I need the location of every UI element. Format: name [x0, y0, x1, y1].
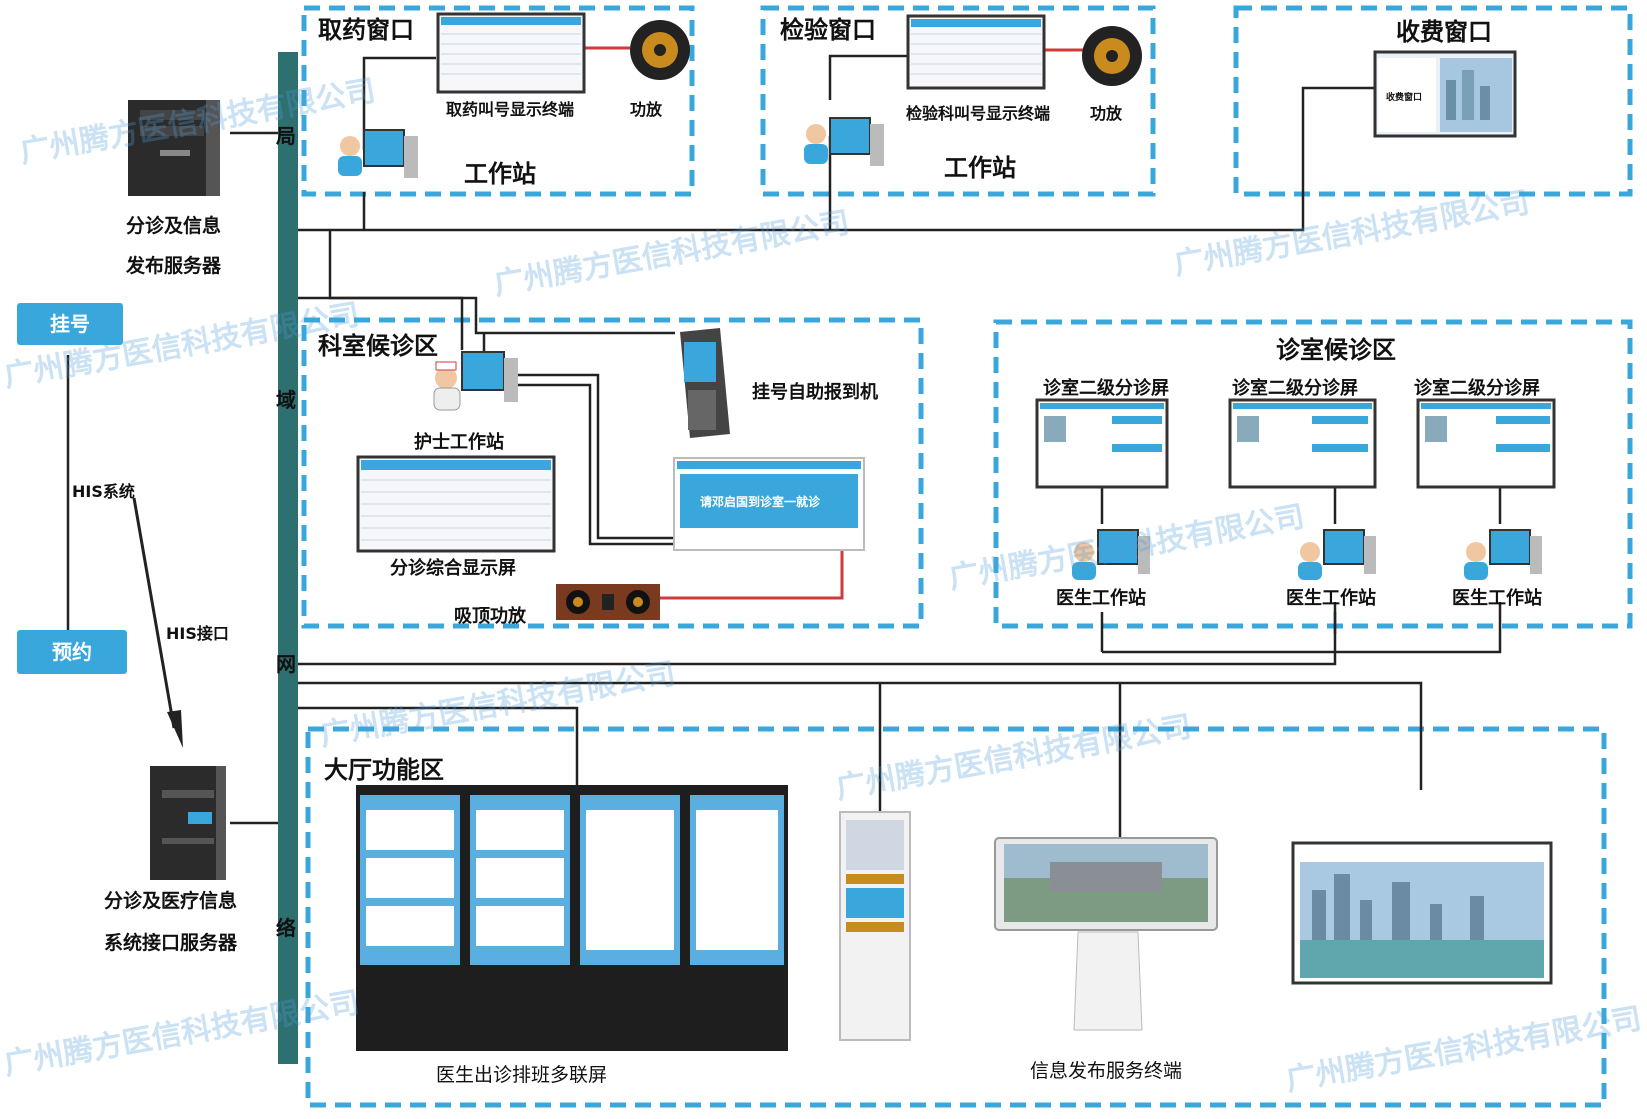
pharmacy-display-label: 取药叫号显示终端: [446, 100, 575, 119]
schedule-wall-label: 医生出诊排班多联屏: [436, 1064, 608, 1086]
self-service-kiosk-icon: [680, 328, 730, 438]
clinic-zone-title: 诊室候诊区: [1276, 336, 1396, 364]
zone-hall-border: [305, 726, 1607, 1108]
clinic-screen-2-icon: [1228, 398, 1377, 489]
triage-combined-screen-icon: [356, 455, 556, 553]
dept-zone-title: 科室候诊区: [318, 332, 438, 360]
info-kiosk-icon: [839, 811, 911, 1041]
pharmacy-workstation-label: 工作站: [464, 160, 536, 188]
clinic-screen-1-label: 诊室二级分诊屏: [1043, 378, 1169, 399]
zone-dept-border: [301, 317, 924, 629]
server-tower-icon: [128, 100, 220, 196]
lab-zone-title: 检验窗口: [780, 16, 876, 44]
his-arrow-head: [167, 710, 183, 748]
clinic-screen-3-label: 诊室二级分诊屏: [1414, 378, 1540, 399]
nurse-workstation-label: 护士工作站: [414, 432, 504, 453]
lan-backbone: [278, 52, 298, 1064]
zone-lab-border: [760, 5, 1156, 197]
call-screen-text: 请邓启国到诊室一就诊: [700, 495, 821, 509]
kiosk-label: 挂号自助报到机: [752, 382, 878, 403]
lab-amp-label: 功放: [1090, 104, 1123, 123]
lab-speaker-icon: [1082, 26, 1142, 86]
zone-cashier-border: [1233, 5, 1633, 197]
cashier-screen-icon: [1373, 50, 1517, 138]
cashier-screen-text: 收费窗口: [1386, 93, 1423, 103]
backbone-char: 络: [276, 916, 296, 940]
backbone-char: 局: [276, 124, 296, 148]
doctor-workstation-3-icon: [1464, 529, 1542, 580]
zone-pharmacy-border: [301, 5, 695, 197]
call-display-screen-icon: [673, 457, 865, 551]
info-touch-terminal-icon: [994, 837, 1218, 1031]
interface-server-icon: [150, 766, 226, 880]
clinic-screen-2-label: 诊室二级分诊屏: [1232, 378, 1358, 399]
pharmacy-zone-title: 取药窗口: [318, 16, 414, 44]
lab-call-display-icon: [906, 14, 1046, 90]
backbone-char: 网: [276, 652, 296, 676]
server2-label: 分诊及医疗信息 系统接口服务器: [104, 890, 238, 954]
schedule-video-wall-icon: [356, 785, 788, 1051]
pharmacy-workstation-icon: [338, 129, 418, 178]
doctor-workstation-2-icon: [1298, 529, 1376, 580]
pharmacy-amp-label: 功放: [630, 100, 663, 119]
doctor-workstation-1-label: 医生工作站: [1056, 588, 1146, 609]
hall-display-screen-icon: [1291, 841, 1553, 985]
his-system-label: HIS系统: [72, 482, 135, 501]
pharmacy-speaker-icon: [630, 20, 690, 80]
doctor-workstation-2-label: 医生工作站: [1286, 588, 1376, 609]
triage-screen-label: 分诊综合显示屏: [390, 558, 516, 579]
his-arrow-line: [132, 497, 176, 729]
doctor-workstation-3-label: 医生工作站: [1452, 588, 1542, 609]
zone-clinic-border: [993, 319, 1633, 629]
hall-zone-title: 大厅功能区: [324, 756, 444, 784]
backbone-char: 域: [276, 388, 296, 412]
info-terminal-label: 信息发布服务终端: [1030, 1060, 1183, 1082]
ceiling-amp-label: 吸顶功放: [454, 606, 526, 627]
ceiling-amp-icon: [556, 584, 660, 620]
nurse-workstation-icon: [433, 351, 518, 411]
clinic-screen-3-icon: [1416, 398, 1556, 489]
doctor-workstation-1-icon: [1072, 529, 1150, 580]
lab-workstation-icon: [804, 117, 884, 166]
lab-display-label: 检验科叫号显示终端: [906, 104, 1051, 123]
register-button[interactable]: 挂号: [17, 303, 123, 345]
pharmacy-call-display-icon: [436, 12, 586, 94]
lab-workstation-label: 工作站: [944, 154, 1016, 182]
cashier-zone-title: 收费窗口: [1396, 18, 1492, 46]
server1-label: 分诊及信息 发布服务器: [126, 215, 222, 277]
his-interface-label: HIS接口: [166, 624, 229, 643]
clinic-screen-1-icon: [1035, 398, 1169, 489]
reserve-button[interactable]: 预约: [17, 630, 127, 674]
